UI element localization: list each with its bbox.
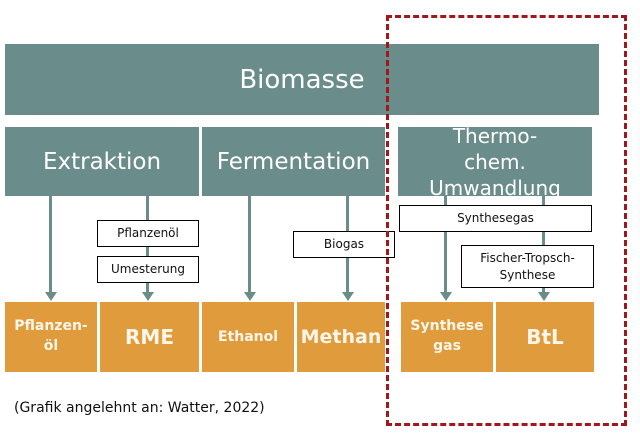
arrowhead-icon xyxy=(538,292,550,301)
process-label: Extraktion xyxy=(42,148,162,175)
product-rme: RME xyxy=(100,302,199,372)
product-label: Methan xyxy=(300,326,382,348)
process-fermentation: Fermentation xyxy=(202,127,385,196)
process-label: Thermo-chem. Umwandlung xyxy=(429,123,561,200)
biomasse-label: Biomasse xyxy=(239,64,365,95)
product-btl: BtL xyxy=(496,302,594,372)
source-caption: (Grafik angelehnt an: Watter, 2022) xyxy=(14,400,265,416)
product-label: Ethanol xyxy=(217,329,279,345)
product-pflanzenoel: Pflanzen-öl xyxy=(5,302,97,372)
process-thermo-chem: Thermo-chem. Umwandlung xyxy=(398,124,592,200)
intermediate-label: Umesterung xyxy=(111,262,185,277)
product-label: Synthese gas xyxy=(410,318,484,354)
arrowhead-icon xyxy=(45,292,57,301)
intermediate-label: Fischer-Tropsch-Synthese xyxy=(480,251,575,282)
intermediate-umesterung: Umesterung xyxy=(97,256,199,283)
intermediate-label: Pflanzenöl xyxy=(117,226,179,241)
arrow-line xyxy=(444,196,447,294)
product-label: BtL xyxy=(526,325,564,349)
arrowhead-icon xyxy=(142,292,154,301)
arrowhead-icon xyxy=(244,292,256,301)
biomasse-box: Biomasse xyxy=(5,44,599,115)
intermediate-biogas: Biogas xyxy=(293,231,395,258)
process-extraktion: Extraktion xyxy=(5,127,199,196)
arrow-line xyxy=(248,196,251,294)
product-synthesegas: Synthese gas xyxy=(401,302,493,372)
intermediate-label: Synthesegas xyxy=(457,211,534,226)
intermediate-synthesegas: Synthesegas xyxy=(399,205,592,232)
process-label: Fermentation xyxy=(216,148,371,175)
arrow-line xyxy=(49,196,52,294)
product-label: Pflanzen-öl xyxy=(14,318,88,354)
intermediate-pflanzenoel: Pflanzenöl xyxy=(97,220,199,247)
arrowhead-icon xyxy=(342,292,354,301)
intermediate-label: Biogas xyxy=(323,237,365,252)
product-ethanol: Ethanol xyxy=(202,302,294,372)
highlight-dashed-frame xyxy=(386,15,627,426)
intermediate-fischer-tropsch: Fischer-Tropsch-Synthese xyxy=(461,245,594,288)
arrowhead-icon xyxy=(440,292,452,301)
product-methan: Methan xyxy=(297,302,385,372)
product-label: RME xyxy=(125,325,174,349)
